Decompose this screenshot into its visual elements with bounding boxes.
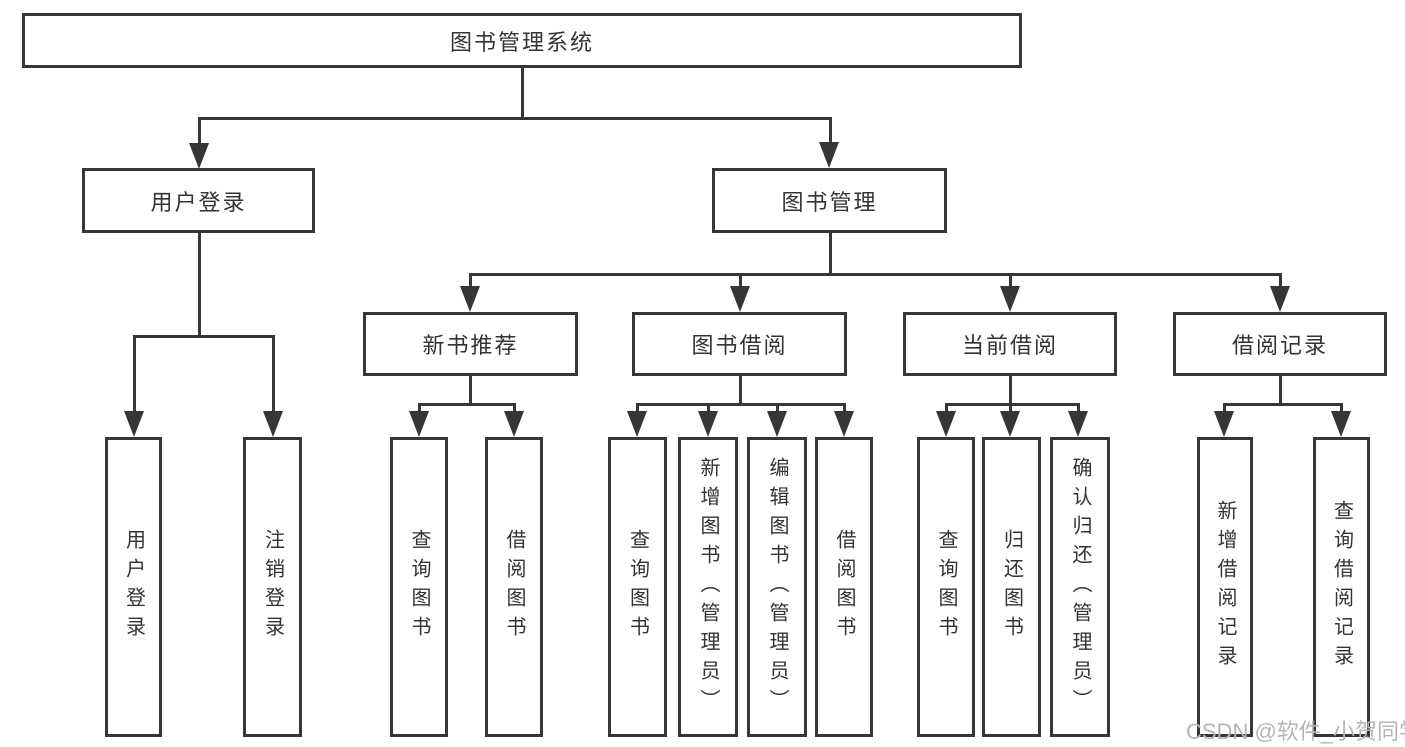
connector-rail (945, 403, 1080, 406)
connector-drop (469, 273, 472, 291)
node-user-login-label: 用户登录 (150, 189, 247, 215)
leaf-borrow-edit-books-admin: 编辑图书（管理员） (747, 437, 807, 737)
leaf-record-query-borrow-record: 查询借阅记录 (1313, 437, 1370, 737)
node-user-login: 用户登录 (82, 168, 315, 233)
connector-leaf-drop (636, 403, 639, 416)
arrow-down-icon (1000, 411, 1020, 437)
arrow-down-icon (767, 411, 787, 437)
connector-level2-rail (198, 117, 832, 120)
connector-leaf-drop (1340, 403, 1343, 416)
connector-stem (739, 376, 742, 405)
connector-leaf-drop (843, 403, 846, 416)
connector-stem (1009, 376, 1012, 405)
connector-leaf-drop (133, 335, 136, 415)
connector-drop (1009, 273, 1012, 291)
node-current-borrowing-label: 当前借阅 (961, 333, 1058, 358)
connector-drop (1279, 273, 1282, 291)
connector-drop (739, 273, 742, 291)
connector-leaf-drop (1077, 403, 1080, 416)
node-borrowing-records-label: 借阅记录 (1231, 333, 1328, 358)
connector-leaf-drop (513, 403, 516, 416)
leaf-borrow-add-books-admin: 新增图书（管理员） (678, 437, 738, 737)
leaf-recommend-borrow-books: 借阅图书 (485, 437, 543, 737)
node-book-management-label: 图书管理 (781, 189, 878, 215)
connector-leaf-drop (272, 335, 275, 415)
arrow-down-icon (1331, 411, 1351, 437)
connector-rail (636, 403, 846, 406)
connector-leaf-drop (1223, 403, 1226, 416)
node-book-borrowing-label: 图书借阅 (691, 333, 788, 358)
node-book-management: 图书管理 (712, 168, 947, 233)
arrow-down-icon (263, 411, 283, 437)
leaf-logout: 注销登录 (243, 437, 302, 737)
node-library-system: 图书管理系统 (22, 13, 1022, 68)
watermark: CSDN @软件_小贺同学 (1186, 719, 1405, 744)
leaf-record-add-borrow-record: 新增借阅记录 (1197, 437, 1253, 737)
connector-book-mgmt-drop (829, 117, 832, 147)
connector-leaf-drop (1009, 403, 1012, 416)
arrow-down-icon (1000, 286, 1020, 312)
node-library-system-label: 图书管理系统 (449, 29, 594, 55)
leaf-borrow-query-books: 查询图书 (608, 437, 667, 737)
connector-user-login-rail (133, 335, 275, 338)
connector-leaf-drop (945, 403, 948, 416)
arrow-down-icon (189, 143, 209, 169)
connector-root-stem (521, 68, 524, 120)
arrow-down-icon (1270, 286, 1290, 312)
leaf-user-login: 用户登录 (105, 437, 162, 737)
node-current-borrowing: 当前借阅 (903, 312, 1117, 376)
arrow-down-icon (124, 411, 144, 437)
arrow-down-icon (409, 411, 429, 437)
connector-user-login-stem (198, 233, 201, 338)
arrow-down-icon (936, 411, 956, 437)
connector-leaf-drop (707, 403, 710, 416)
arrow-down-icon (819, 142, 839, 168)
node-borrowing-records: 借阅记录 (1173, 312, 1387, 376)
leaf-current-confirm-return-admin: 确认归还（管理员） (1050, 437, 1110, 737)
connector-rail (418, 403, 516, 406)
connector-leaf-drop (418, 403, 421, 416)
connector-level3-rail (469, 273, 1282, 276)
arrow-down-icon (698, 411, 718, 437)
leaf-borrow-borrow-books: 借阅图书 (815, 437, 873, 737)
connector-stem (469, 376, 472, 405)
arrow-down-icon (834, 411, 854, 437)
connector-user-login-drop (198, 117, 201, 147)
connector-stem (1279, 376, 1282, 405)
connector-book-mgmt-stem (829, 233, 832, 276)
connector-rail (1223, 403, 1343, 406)
node-new-book-recommend-label: 新书推荐 (422, 333, 519, 358)
arrow-down-icon (730, 286, 750, 312)
leaf-current-query-books: 查询图书 (917, 437, 975, 737)
arrow-down-icon (1068, 411, 1088, 437)
leaf-current-return-books: 归还图书 (982, 437, 1041, 737)
connector-leaf-drop (776, 403, 779, 416)
leaf-recommend-query-books: 查询图书 (390, 437, 448, 737)
arrow-down-icon (504, 411, 524, 437)
node-book-borrowing: 图书借阅 (632, 312, 847, 376)
arrow-down-icon (1214, 411, 1234, 437)
arrow-down-icon (460, 286, 480, 312)
node-new-book-recommend: 新书推荐 (363, 312, 578, 376)
arrow-down-icon (627, 411, 647, 437)
